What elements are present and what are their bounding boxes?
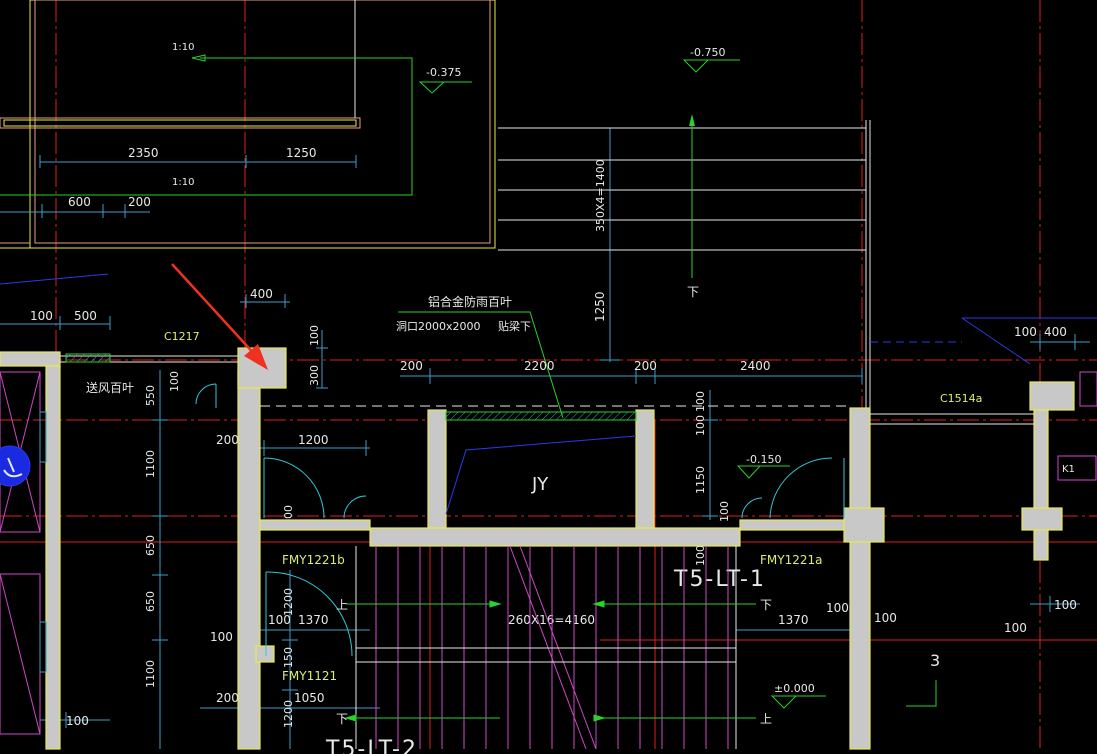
dim-100-d: 100 (1014, 325, 1037, 339)
dim-150: 150 (282, 647, 295, 668)
stair-id-2: T5-LT-2 (325, 737, 418, 754)
dim-1250-vert: 1250 (593, 291, 607, 322)
down-label-bottom: 下 (336, 712, 348, 726)
level-mark-0000: ±0.000 (770, 682, 826, 709)
vent-louver-label: 送风百叶 (86, 380, 134, 395)
tag-k1-box (1057, 455, 1097, 481)
dim-300: 300 (308, 365, 321, 386)
level-mark-0750: -0.750 (682, 46, 740, 73)
dim-100-p: 100 (1004, 621, 1027, 635)
dim-1200: 1200 (298, 433, 329, 447)
door-fmy1121: FMY1121 (282, 669, 337, 683)
window-c1217: C1217 (164, 330, 200, 343)
stair-landings (355, 546, 737, 749)
blue-lines (0, 273, 1097, 515)
left-fixtures (0, 371, 47, 735)
room-jy: JY (531, 474, 549, 495)
level-mark-0150: -0.150 (736, 453, 790, 479)
dimension-lines (0, 127, 1090, 749)
dim-400-b: 400 (1044, 325, 1067, 339)
dim-600: 600 (68, 195, 91, 209)
svg-text:-0.375: -0.375 (426, 66, 461, 79)
dim-2200: 2200 (524, 359, 555, 373)
dim-400-a: 400 (250, 287, 273, 301)
window-c1514a: C1514a (940, 392, 982, 405)
dim-550: 550 (144, 385, 157, 406)
louver-callout (398, 311, 564, 419)
svg-text:-0.150: -0.150 (746, 453, 781, 466)
down-label-top: 下 (687, 285, 699, 299)
tag-k1: K1 (1062, 464, 1075, 475)
louver-title: 铝合金防雨百叶 (428, 294, 512, 309)
dim-1100-b: 1100 (144, 660, 157, 688)
dim-100-l: 100 (210, 630, 233, 644)
up-label-left: 上 (336, 598, 348, 612)
dim-2400: 2400 (740, 359, 771, 373)
dim-200-left: 200 (216, 433, 239, 447)
dim-100-h: 100 (718, 501, 731, 522)
louver-opening: 洞口2000x2000 (396, 320, 481, 333)
room-3: 3 (930, 651, 940, 670)
accessible-icon (3, 457, 23, 478)
room-3-mark (906, 680, 937, 707)
dim-100-a: 100 (30, 309, 53, 323)
dim-100-i: 100 (694, 545, 707, 566)
dim-650-a: 650 (144, 535, 157, 556)
ramp-slope-top: 1:10 (172, 42, 194, 53)
axis-grid-solid (0, 420, 1097, 749)
ramp-block (0, 0, 496, 249)
dim-100-e: 100 (694, 391, 707, 412)
dim-500: 500 (74, 309, 97, 323)
dim-2350: 2350 (128, 146, 159, 160)
dim-100-f: 100 (694, 415, 707, 436)
dim-1150: 1150 (694, 466, 707, 494)
walls (0, 347, 1075, 750)
level-mark-0375: -0.375 (418, 66, 472, 94)
dim-100-b: 100 (308, 325, 321, 346)
window-ties (60, 353, 1034, 425)
right-fixture (1079, 371, 1097, 407)
dim-650-b: 650 (144, 591, 157, 612)
dim-1370-a: 1370 (298, 613, 329, 627)
dim-100-n: 100 (1054, 598, 1077, 612)
dim-100-c: 100 (168, 371, 181, 392)
dim-1370-b: 1370 (778, 613, 809, 627)
louver-note: 贴梁下 (498, 319, 531, 333)
dim-200-a: 200 (128, 195, 151, 209)
stair-id: T5-LT-1 (673, 567, 766, 592)
ramp-slope-bottom: 1:10 (172, 177, 194, 188)
dim-1200-b: 1200 (282, 588, 295, 616)
door-fmy1221a: FMY1221a (760, 553, 822, 567)
up-label-bottom: 上 (760, 712, 772, 726)
dim-1050: 1050 (294, 691, 325, 705)
down-label-right: 下 (760, 598, 772, 612)
dim-100-o: 100 (66, 714, 89, 728)
doors (195, 383, 845, 657)
svg-text:-0.750: -0.750 (690, 46, 725, 59)
dim-1200-c: 1200 (282, 700, 295, 728)
stair-arrows (344, 600, 756, 722)
svg-text:±0.000: ±0.000 (774, 682, 815, 695)
dim-100-j: 100 (826, 601, 849, 615)
dim-350x4: 350X4=1400 (594, 159, 607, 232)
upper-steps (498, 120, 871, 420)
dim-100-k: 100 (874, 611, 897, 625)
dim-100-m: 100 (268, 613, 291, 627)
dim-1100-a: 1100 (144, 450, 157, 478)
dim-200-c: 200 (634, 359, 657, 373)
dim-200-b: 200 (400, 359, 423, 373)
dim-200-d: 200 (216, 691, 239, 705)
dim-1250-top: 1250 (286, 146, 317, 160)
red-pointer-arrow (171, 263, 268, 370)
door-fmy1221b: FMY1221b (282, 553, 345, 567)
down-arrow-top (689, 114, 695, 278)
